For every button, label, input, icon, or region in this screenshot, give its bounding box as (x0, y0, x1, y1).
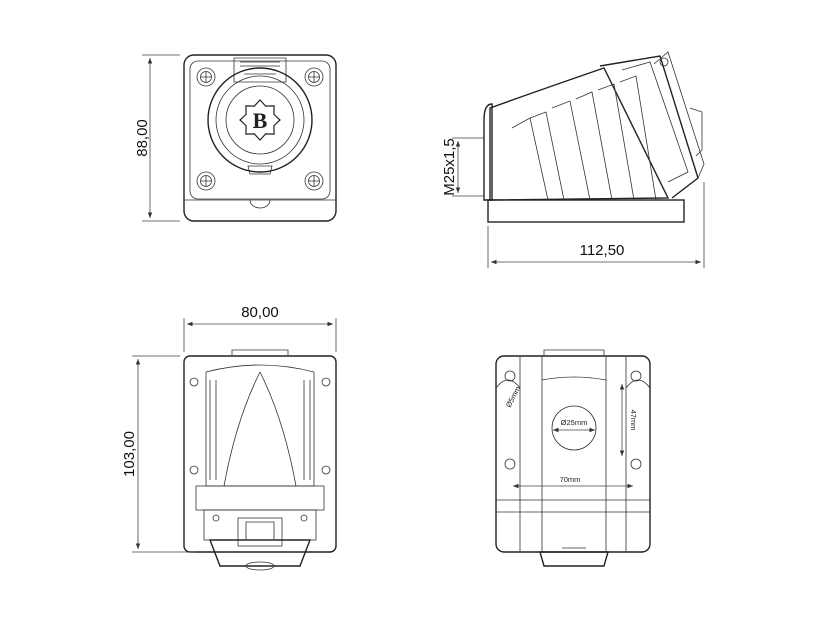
top-width-label: 80,00 (241, 304, 279, 321)
side-view (483, 51, 705, 223)
rear-socket-base (539, 551, 609, 567)
rear-mount-hole-bottom-right (630, 458, 642, 470)
side-ribs (511, 75, 657, 201)
brand-logo-letter: B (253, 108, 268, 133)
rear-horizontal-spacing-label: 70mm (560, 475, 581, 484)
rear-center-diameter-label: Ø25mm (561, 418, 588, 427)
rear-labels: Ø5mm Ø25mm 47mm 70mm (504, 384, 638, 489)
side-length-label: 112,50 (580, 242, 625, 259)
side-thread-label: M25x1,5 (441, 138, 458, 196)
side-thread-dimension: M25x1,5 (441, 137, 484, 197)
top-width-dimension: 80,00 (183, 304, 337, 352)
side-length-dimension: 112,50 (487, 182, 705, 268)
top-collar (195, 485, 325, 511)
front-screw-top-right (304, 67, 324, 87)
front-screw-bottom-right (304, 171, 324, 191)
rear-hole-diameter-label: Ø5mm (504, 385, 523, 409)
rear-view (495, 349, 651, 567)
front-height-dimension: 88,00 (134, 54, 180, 222)
top-gland-cap (231, 349, 289, 356)
top-socket-face (203, 509, 317, 541)
top-height-label: 103,00 (121, 431, 138, 477)
rear-center-knockout (551, 405, 597, 451)
brand-logo: B (239, 99, 281, 141)
rear-vertical-spacing-label: 47mm (629, 410, 638, 431)
front-socket-middle-ring (215, 75, 305, 165)
front-view: B (183, 54, 337, 222)
top-housing-outline (183, 355, 337, 553)
front-screw-top-left (196, 67, 216, 87)
side-body-outline (489, 67, 670, 201)
front-socket-outer-ring (207, 67, 313, 173)
front-screw-bottom-left (196, 171, 216, 191)
side-socket-head (599, 55, 699, 199)
top-body-outline (205, 364, 315, 487)
rear-housing-outline (495, 355, 651, 553)
top-socket-rim (208, 539, 312, 567)
top-lid-latch (237, 517, 283, 547)
front-socket-inner-ring (225, 85, 295, 155)
top-height-dimension: 103,00 (121, 355, 196, 553)
side-lid-hinge (659, 57, 669, 67)
top-view (183, 349, 337, 571)
rear-mount-hole-bottom-left (504, 458, 516, 470)
side-gland-stub (483, 103, 493, 201)
rear-mount-hole-top-left (504, 370, 516, 382)
rear-mount-hole-top-right (630, 370, 642, 382)
front-height-label: 88,00 (134, 119, 151, 157)
side-base-plate (487, 199, 685, 223)
front-inner-plate (189, 60, 331, 200)
front-drain-notch (249, 199, 271, 209)
rear-channel-lines (541, 356, 607, 552)
front-housing-outline (183, 54, 337, 222)
top-cone-lines (223, 371, 297, 487)
front-hinge-cover (233, 57, 287, 83)
front-socket-tab (247, 165, 273, 175)
